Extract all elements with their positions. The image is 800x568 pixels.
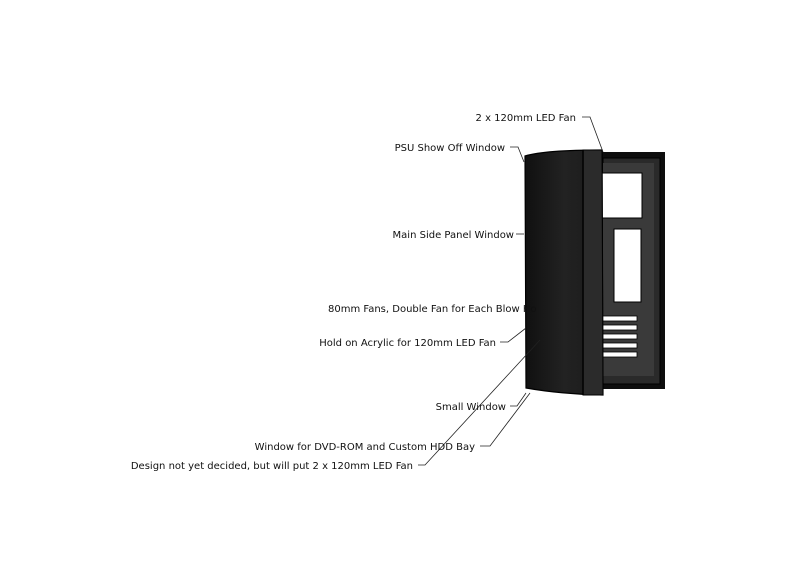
leader-lines	[418, 116, 604, 466]
label-fan-top: 2 x 120mm LED Fan	[476, 113, 576, 124]
label-acrylic-hold: Hold on Acrylic for 120mm LED Fan	[319, 338, 496, 349]
label-design-note: Design not yet decided, but will put 2 x…	[131, 461, 413, 472]
psu-window	[601, 172, 643, 219]
label-80mm-fans: 80mm Fans, Double Fan for Each Blow Ho	[328, 304, 537, 315]
label-psu-window: PSU Show Off Window	[395, 143, 505, 154]
main-side-window	[613, 228, 642, 303]
case-body	[598, 152, 665, 389]
front-panel	[524, 149, 604, 396]
label-dvd-window: Window for DVD-ROM and Custom HDD Bay	[255, 442, 475, 453]
label-main-window: Main Side Panel Window	[393, 230, 514, 241]
label-small-window: Small Window	[436, 402, 506, 413]
